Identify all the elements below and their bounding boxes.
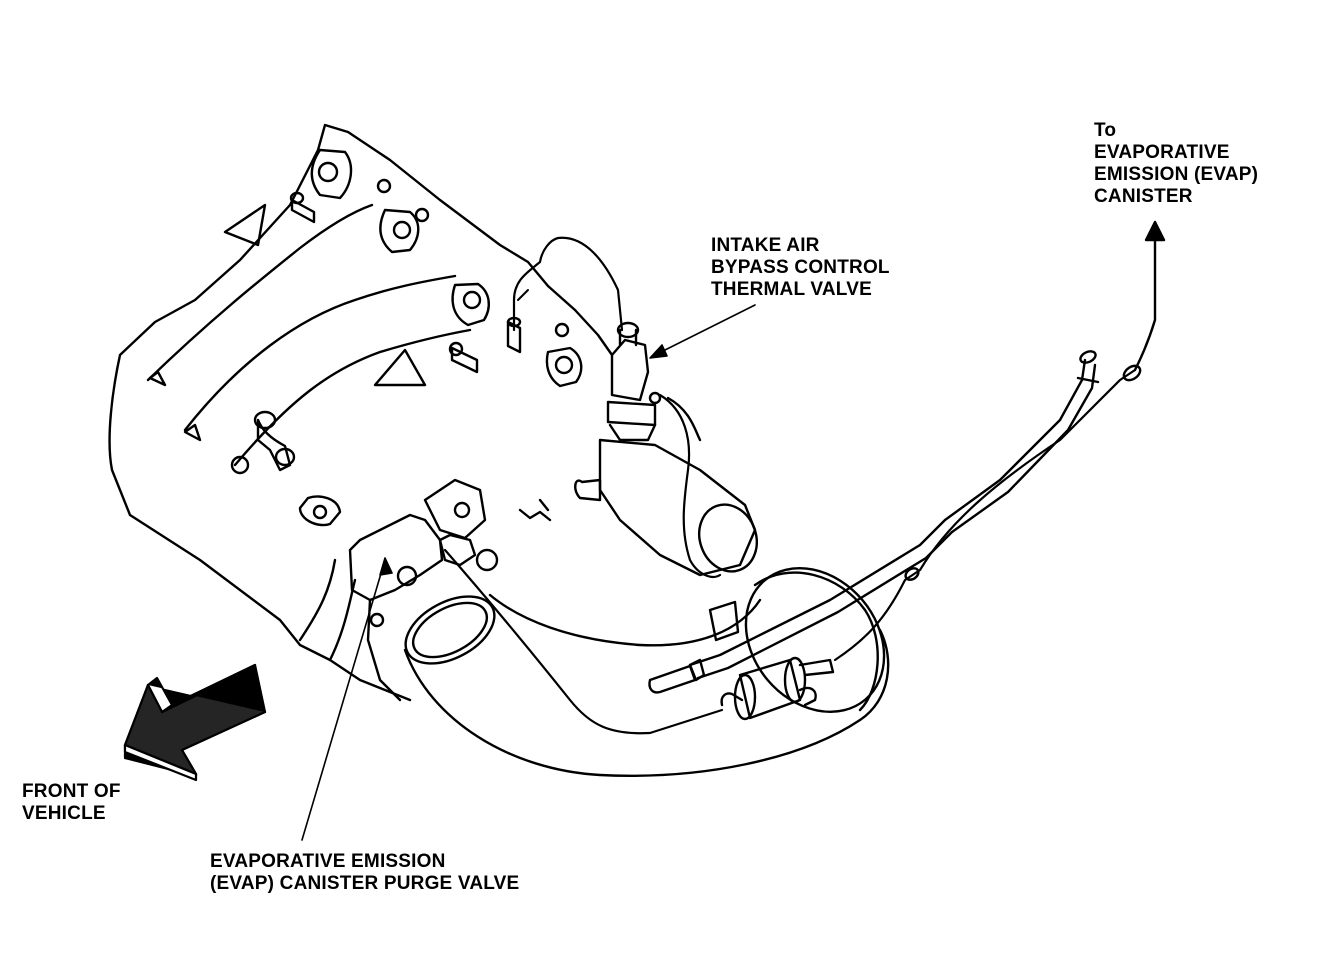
canister-label-line: To: [1094, 120, 1117, 141]
vacuum-hoses: [443, 220, 1166, 735]
front-label-line: FRONT OF: [22, 781, 121, 802]
air-intake-duct: [403, 566, 890, 777]
front-of-vehicle-label: FRONT OF VEHICLE: [22, 781, 121, 825]
evap-supply-pipe: [648, 350, 1100, 694]
purge-valve-label-line: (EVAP) CANISTER PURGE VALVE: [210, 873, 520, 894]
direction-arrow-icon: [123, 663, 267, 782]
leader-lines: [301, 304, 756, 841]
canister-label-line: EMISSION (EVAP): [1094, 164, 1259, 185]
front-label-line: VEHICLE: [22, 803, 106, 824]
arrowhead-icon: [1144, 220, 1166, 242]
thermal-valve-assembly: [574, 321, 758, 577]
canister-label-line: CANISTER: [1094, 186, 1193, 207]
canister-label-line: EVAPORATIVE: [1094, 142, 1230, 163]
thermal-valve-label-line: BYPASS CONTROL: [711, 257, 890, 278]
thermal-valve-label-line: INTAKE AIR: [711, 235, 820, 256]
purge-valve-label-line: EVAPORATIVE EMISSION: [210, 851, 446, 872]
thermal-valve-label: INTAKE AIR BYPASS CONTROL THERMAL VALVE: [711, 235, 890, 301]
purge-valve-label: EVAPORATIVE EMISSION (EVAP) CANISTER PUR…: [210, 851, 519, 895]
purge-valve-filter: [720, 656, 835, 721]
canister-label: To EVAPORATIVE EMISSION (EVAP) CANISTER: [1094, 120, 1258, 208]
intake-manifold: [108, 123, 614, 702]
throttle-body: [348, 478, 552, 702]
thermal-valve-label-line: THERMAL VALVE: [711, 279, 872, 300]
